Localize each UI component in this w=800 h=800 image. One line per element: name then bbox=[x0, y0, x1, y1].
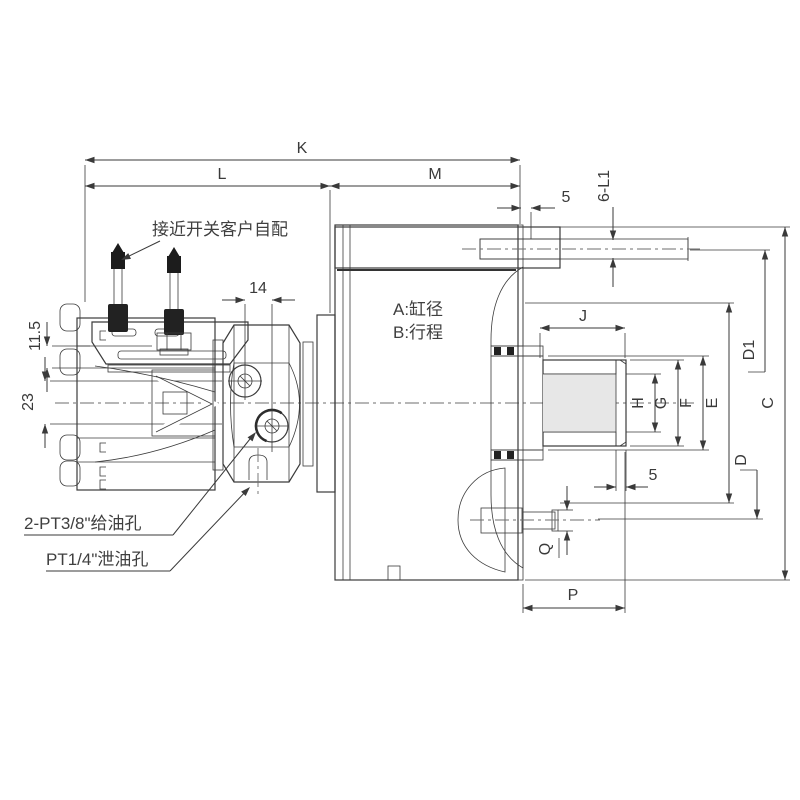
dimension-D: D bbox=[598, 454, 763, 520]
cylinder-body: A:缸径 B:行程 bbox=[334, 224, 700, 581]
adapter-ring bbox=[302, 341, 314, 467]
dimension-5-shaft: 5 bbox=[594, 450, 658, 491]
dimension-E: E bbox=[525, 302, 734, 504]
stud-head bbox=[480, 507, 523, 534]
dimension-H: H bbox=[626, 373, 661, 433]
dimension-M: M bbox=[330, 166, 520, 190]
dim-label-L: L bbox=[218, 166, 227, 183]
dimension-Q: Q bbox=[537, 486, 573, 558]
sensor-bracket-plate bbox=[91, 321, 249, 365]
dim-label-5top: 5 bbox=[562, 189, 571, 206]
drain-port-text: PT1/4"泄油孔 bbox=[46, 550, 148, 569]
sensor-assembly bbox=[91, 243, 249, 373]
dim-label-6L1: 6-L1 bbox=[596, 170, 613, 202]
snap-ring-clip bbox=[99, 330, 106, 341]
dimension-K: K bbox=[84, 140, 521, 302]
proximity-switch-right bbox=[156, 247, 192, 356]
dim-label-11-5: 11.5 bbox=[27, 321, 44, 351]
dim-label-J: J bbox=[579, 308, 587, 325]
drain-port-callout: PT1/4"泄油孔 bbox=[46, 484, 253, 572]
dim-label-23: 23 bbox=[20, 393, 37, 411]
top-flange bbox=[334, 226, 700, 271]
proximity-note-text: 接近开关客户自配 bbox=[152, 220, 288, 239]
dim-label-14: 14 bbox=[249, 280, 267, 297]
dimension-C: C bbox=[525, 226, 790, 581]
bearing-section bbox=[151, 369, 220, 437]
dim-label-P: P bbox=[568, 587, 579, 604]
dim-label-C: C bbox=[760, 397, 777, 409]
supply-port-callout: 2-PT3/8"给油孔 bbox=[24, 429, 259, 536]
dimension-5-top: 5 bbox=[497, 189, 571, 239]
dim-label-G: G bbox=[653, 397, 670, 409]
dimension-F: F bbox=[548, 355, 709, 451]
stud-shank bbox=[522, 511, 556, 530]
stud-bulge bbox=[457, 467, 506, 573]
dim-label-E: E bbox=[704, 398, 721, 409]
snap-ring-clip bbox=[99, 442, 106, 453]
dim-label-M: M bbox=[428, 166, 441, 183]
mounting-nut bbox=[156, 332, 192, 351]
dimension-23: 23 bbox=[20, 357, 49, 448]
housing-barrel bbox=[222, 324, 301, 483]
dim-label-K: K bbox=[297, 140, 308, 157]
snap-ring-clip bbox=[99, 466, 106, 477]
dim-label-Q: Q bbox=[537, 543, 554, 555]
end-plate bbox=[517, 224, 524, 581]
hose-tab bbox=[59, 348, 81, 376]
stroke-note: B:行程 bbox=[393, 323, 443, 342]
dimension-D1: D1 bbox=[690, 249, 770, 373]
dimension-P: P bbox=[522, 452, 626, 613]
dimension-J: J bbox=[539, 308, 626, 358]
proximity-switch-callout: 接近开关客户自配 bbox=[119, 220, 288, 263]
bore-note: A:缸径 bbox=[393, 299, 443, 319]
hose-tab bbox=[59, 434, 81, 461]
dim-label-F: F bbox=[678, 398, 695, 408]
dim-label-H: H bbox=[630, 397, 647, 409]
dimension-L: L bbox=[85, 166, 331, 313]
dim-label-D1: D1 bbox=[741, 340, 758, 361]
proximity-switch-left bbox=[108, 243, 128, 332]
snap-ring-clip bbox=[99, 479, 106, 490]
dimension-14: 14 bbox=[222, 280, 295, 452]
hose-tab bbox=[59, 460, 81, 487]
rotary-joint-block bbox=[50, 303, 222, 491]
dim-label-5shaft: 5 bbox=[649, 467, 658, 484]
supply-port-text: 2-PT3/8"给油孔 bbox=[24, 514, 142, 533]
dim-label-D: D bbox=[733, 454, 750, 466]
dimension-G: G bbox=[630, 359, 684, 447]
piston-shaft bbox=[542, 359, 627, 447]
dimension-11-5: 11.5 bbox=[27, 321, 90, 392]
dimension-6-L1: 6-L1 bbox=[596, 170, 617, 287]
